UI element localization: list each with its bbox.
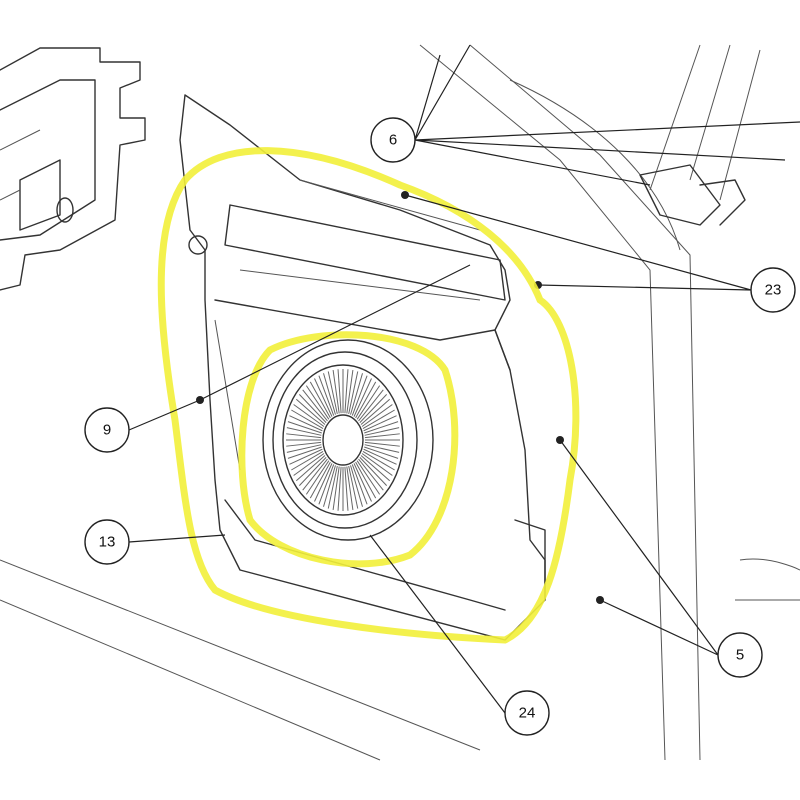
grille-line [358,458,384,491]
grille-line [332,370,340,414]
svg-text:5: 5 [736,647,744,664]
grille-line [295,455,326,482]
grille-line [305,460,330,495]
grille-line [361,453,393,476]
svg-text:9: 9 [103,422,111,439]
grille-line [302,458,328,491]
grille-line [337,466,342,511]
speaker [262,339,434,541]
grille-line [356,460,381,495]
grille-line [314,378,333,417]
grille-line [291,450,324,471]
grille-line [348,371,359,415]
grille-line [289,415,323,432]
highlight-enclosure [157,147,580,644]
callout-9: 9 [84,407,130,453]
grille-line [346,370,354,414]
grille-line [286,427,322,436]
grille-line [358,389,384,422]
grille-line [295,398,326,425]
grille-line [360,398,391,425]
grille-line [309,381,331,419]
grille-line [361,404,393,427]
grille-line [356,385,381,420]
svg-text:24: 24 [519,705,536,722]
grille-line [323,465,336,507]
grille-line [363,415,397,432]
grille-line [323,373,336,415]
grille-line [298,394,327,423]
grille-line [363,448,397,465]
grille-line [364,427,400,436]
grille-line [286,441,322,447]
grille-line [298,457,327,486]
grille-line [350,373,363,415]
grille-line [344,466,349,511]
grille-line [309,461,331,499]
svg-text:13: 13 [99,534,116,551]
grille-line [353,378,372,417]
callout-24: 24 [504,690,550,736]
grille-line [364,446,399,459]
grille-line [289,448,323,465]
speaker-enclosure [179,94,546,641]
grille-line [359,457,388,486]
leader-lines [128,44,800,714]
grille-line [355,461,377,499]
callout-13: 13 [84,519,130,565]
background-frame [0,44,800,761]
grille-line [291,409,324,430]
grille-line [314,463,333,502]
svg-text:23: 23 [765,282,782,299]
grille-line [293,453,325,476]
grille-line [351,464,368,505]
grille-line [327,371,338,415]
grille-line [293,404,325,427]
grille-line [364,421,399,434]
callout-5: 5 [717,632,763,678]
grille-line [346,466,354,510]
grille-line [364,441,400,447]
grille-line [286,433,322,439]
grille-line [302,389,328,422]
grille-line [318,464,335,505]
grille-line [305,385,330,420]
highlight-speaker [238,331,459,568]
callout-6: 6 [370,117,416,163]
grille-line [353,463,372,502]
svg-text:6: 6 [389,132,397,149]
grille-line [332,466,340,510]
grille-line [344,369,349,414]
grille-line [364,444,400,453]
fasteners [196,191,604,604]
grille-line [364,433,400,439]
grille-line [337,369,342,414]
grille-line [286,444,322,453]
grille-line [362,409,395,430]
grille-line [287,446,322,459]
grille-line [355,381,377,419]
grille-line [287,421,322,434]
grille-line [350,465,363,507]
left-bracket [0,47,146,291]
grille-line [359,394,388,423]
grille-line [360,455,391,482]
grille-line [348,465,359,509]
grille-line [362,450,395,471]
grille-line [327,465,338,509]
grille-line [318,375,335,416]
grille-line [351,375,368,416]
callout-23: 23 [750,267,796,313]
